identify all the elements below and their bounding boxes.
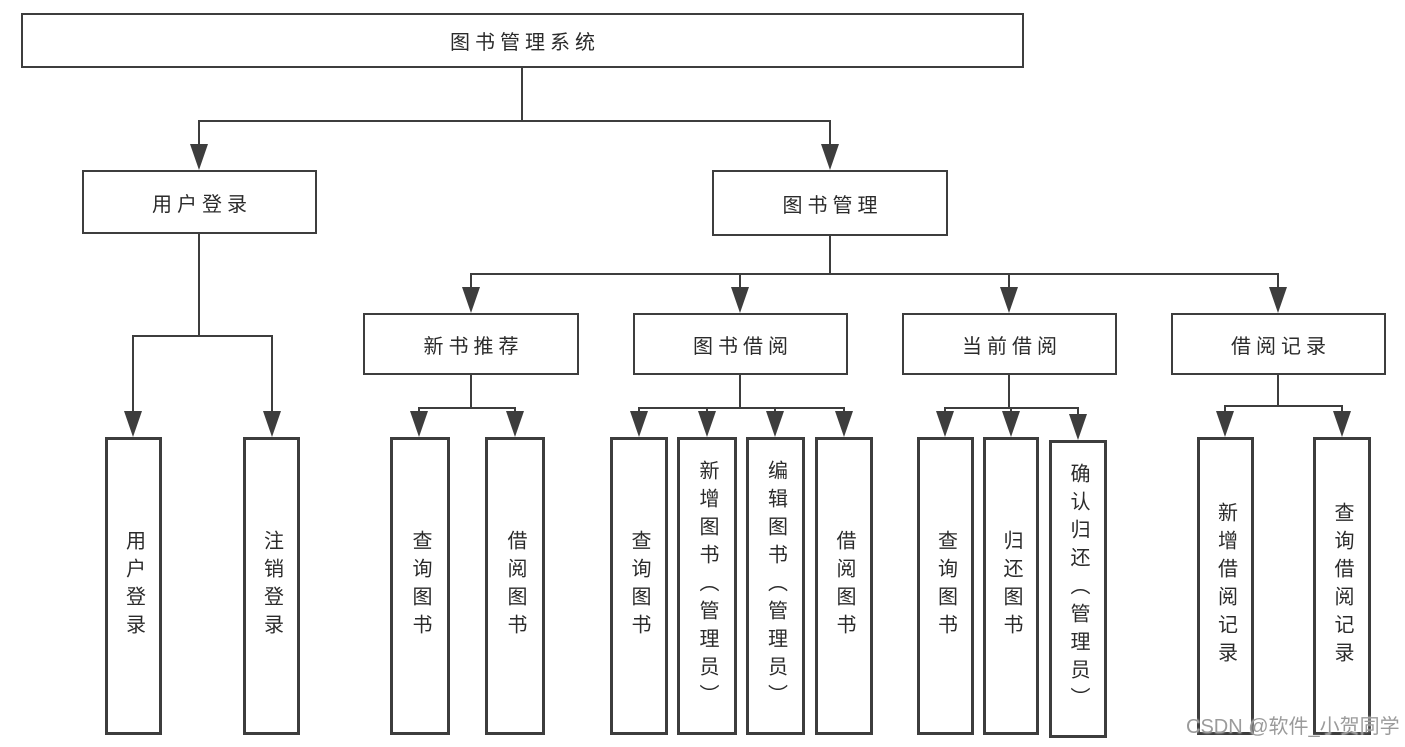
node-new-book-recommend: 新书推荐 xyxy=(363,313,579,375)
arrow-down-icon xyxy=(462,287,480,313)
node-borrow-books-recommend-label: 借阅图书 xyxy=(504,530,526,642)
csdn-watermark: CSDN @软件_小贺同学 xyxy=(1186,716,1400,738)
node-query-books-recommend-label: 查询图书 xyxy=(409,530,431,642)
arrow-down-icon xyxy=(1333,411,1351,437)
connector-line xyxy=(521,68,523,121)
connector-line xyxy=(1008,375,1010,408)
node-add-borrow-record: 新增借阅记录 xyxy=(1197,437,1254,735)
node-edit-book-admin: 编辑图书（管理员） xyxy=(746,437,805,735)
arrow-down-icon xyxy=(124,411,142,437)
node-user-login-leaf: 用户登录 xyxy=(105,437,162,735)
connector-line xyxy=(198,120,200,164)
connector-line xyxy=(739,375,741,408)
node-current-borrowing: 当前借阅 xyxy=(902,313,1117,375)
node-query-books-current-label: 查询图书 xyxy=(934,530,957,642)
arrow-down-icon xyxy=(1269,287,1287,313)
node-book-management: 图书管理 xyxy=(712,170,948,236)
node-confirm-return-admin-label: 确认归还（管理员） xyxy=(1067,463,1089,715)
connector-line xyxy=(271,335,273,431)
node-user-login: 用户登录 xyxy=(82,170,317,234)
arrow-down-icon xyxy=(821,144,839,170)
node-borrow-books-borrowing-label: 借阅图书 xyxy=(833,530,855,642)
arrow-down-icon xyxy=(410,411,428,437)
connector-line xyxy=(829,120,831,164)
node-return-books: 归还图书 xyxy=(983,437,1039,735)
node-confirm-return-admin: 确认归还（管理员） xyxy=(1049,440,1107,738)
node-add-book-admin: 新增图书（管理员） xyxy=(677,437,737,735)
node-borrow-books-borrowing: 借阅图书 xyxy=(815,437,873,735)
node-add-borrow-record-label: 新增借阅记录 xyxy=(1214,502,1237,670)
node-logout-label: 注销登录 xyxy=(260,530,283,642)
connector-line xyxy=(638,407,844,409)
node-book-borrowing-label: 图书借阅 xyxy=(693,335,793,358)
connector-line xyxy=(198,120,831,122)
arrow-down-icon xyxy=(190,144,208,170)
arrow-down-icon xyxy=(506,411,524,437)
arrow-down-icon xyxy=(731,287,749,313)
arrow-down-icon xyxy=(1216,411,1234,437)
connector-line xyxy=(1277,375,1279,406)
node-edit-book-admin-label: 编辑图书（管理员） xyxy=(764,460,787,712)
node-query-borrow-record-label: 查询借阅记录 xyxy=(1331,502,1353,670)
arrow-down-icon xyxy=(1000,287,1018,313)
node-borrowing-records-label: 借阅记录 xyxy=(1231,335,1331,358)
arrow-down-icon xyxy=(1069,414,1087,440)
arrow-down-icon xyxy=(630,411,648,437)
connector-line xyxy=(470,375,472,408)
connector-line xyxy=(1224,405,1343,407)
node-current-borrowing-label: 当前借阅 xyxy=(962,335,1062,358)
node-borrow-books-recommend: 借阅图书 xyxy=(485,437,545,735)
node-logout: 注销登录 xyxy=(243,437,300,735)
arrow-down-icon xyxy=(766,411,784,437)
node-user-login-label: 用户登录 xyxy=(152,193,252,216)
node-borrowing-records: 借阅记录 xyxy=(1171,313,1386,375)
node-query-borrow-record: 查询借阅记录 xyxy=(1313,437,1371,735)
node-book-borrowing: 图书借阅 xyxy=(633,313,848,375)
arrow-down-icon xyxy=(835,411,853,437)
connector-line xyxy=(132,335,273,337)
node-library-management-system-label: 图书管理系统 xyxy=(450,32,600,54)
arrow-down-icon xyxy=(698,411,716,437)
arrow-down-icon xyxy=(936,411,954,437)
node-add-book-admin-label: 新增图书（管理员） xyxy=(696,460,718,712)
node-book-management-label: 图书管理 xyxy=(782,194,883,217)
connector-line xyxy=(418,407,516,409)
node-query-books-borrowing: 查询图书 xyxy=(610,437,668,735)
connector-line xyxy=(470,273,1279,275)
node-query-books-borrowing-label: 查询图书 xyxy=(628,530,650,642)
connector-line xyxy=(198,234,200,335)
node-library-management-system: 图书管理系统 xyxy=(21,13,1024,68)
node-query-books-current: 查询图书 xyxy=(917,437,974,735)
node-user-login-leaf-label: 用户登录 xyxy=(122,530,145,642)
connector-line xyxy=(132,335,134,431)
node-return-books-label: 归还图书 xyxy=(1000,530,1022,642)
arrow-down-icon xyxy=(263,411,281,437)
node-query-books-recommend: 查询图书 xyxy=(390,437,450,735)
arrow-down-icon xyxy=(1002,411,1020,437)
node-new-book-recommend-label: 新书推荐 xyxy=(423,335,524,358)
connector-line xyxy=(829,236,831,273)
